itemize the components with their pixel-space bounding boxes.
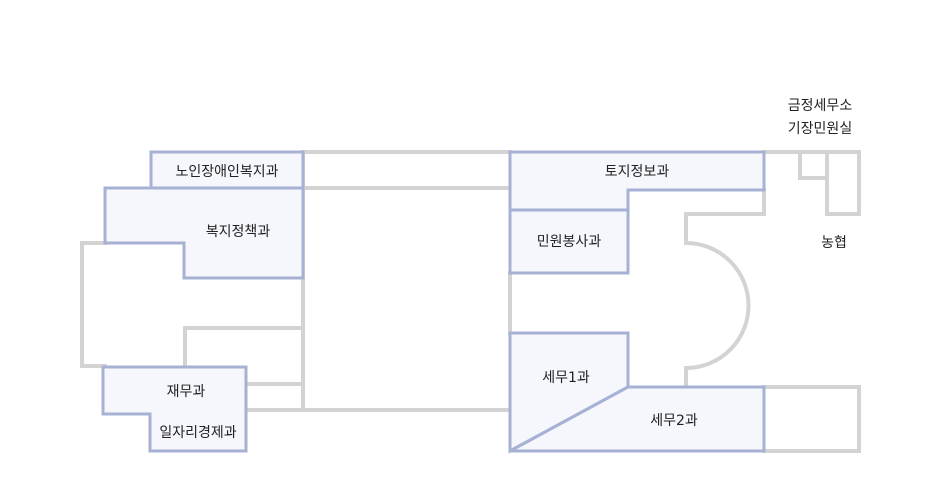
right-lower-room-wall (762, 385, 861, 453)
label-jobs-economy: 일자리경제과 (159, 425, 236, 441)
label-elderly-disabled-welfare: 노인장애인복지과 (175, 164, 278, 180)
nonghyup-top-wall (762, 150, 861, 216)
label-welfare-policy: 복지정책과 (206, 224, 271, 240)
nonghyup-area-wall (684, 188, 766, 389)
left-lower-wall (244, 382, 512, 412)
left-wing-outer-wall (80, 241, 107, 368)
label-finance: 재무과 (167, 384, 206, 400)
label-tax2: 세무2과 (650, 413, 698, 429)
room-civil-service[interactable] (508, 208, 630, 275)
room-finance-jobs[interactable] (101, 365, 248, 453)
rooms (101, 150, 766, 454)
small-room-wall (798, 150, 829, 180)
label-land-info: 토지정보과 (605, 164, 670, 180)
label-nonghyup: 농협 (821, 235, 847, 251)
corridor-top-wall (301, 150, 512, 190)
labels: 노인장애인복지과 복지정책과 재무과 일자리경제과 토지정보과 민원봉사과 세무… (159, 98, 852, 441)
label-civil-service: 민원봉사과 (537, 234, 602, 250)
label-tax1: 세무1과 (542, 370, 590, 386)
room-elderly-disabled-welfare[interactable] (149, 150, 305, 190)
left-wing-inner-room-wall (183, 326, 305, 368)
room-welfare-policy[interactable] (103, 186, 305, 280)
room-land-info[interactable] (508, 150, 766, 212)
label-tax-office-line2: 기장민원실 (788, 121, 852, 137)
label-tax-office-line1: 금정세무소 (788, 98, 853, 114)
room-tax2[interactable] (509, 385, 766, 453)
